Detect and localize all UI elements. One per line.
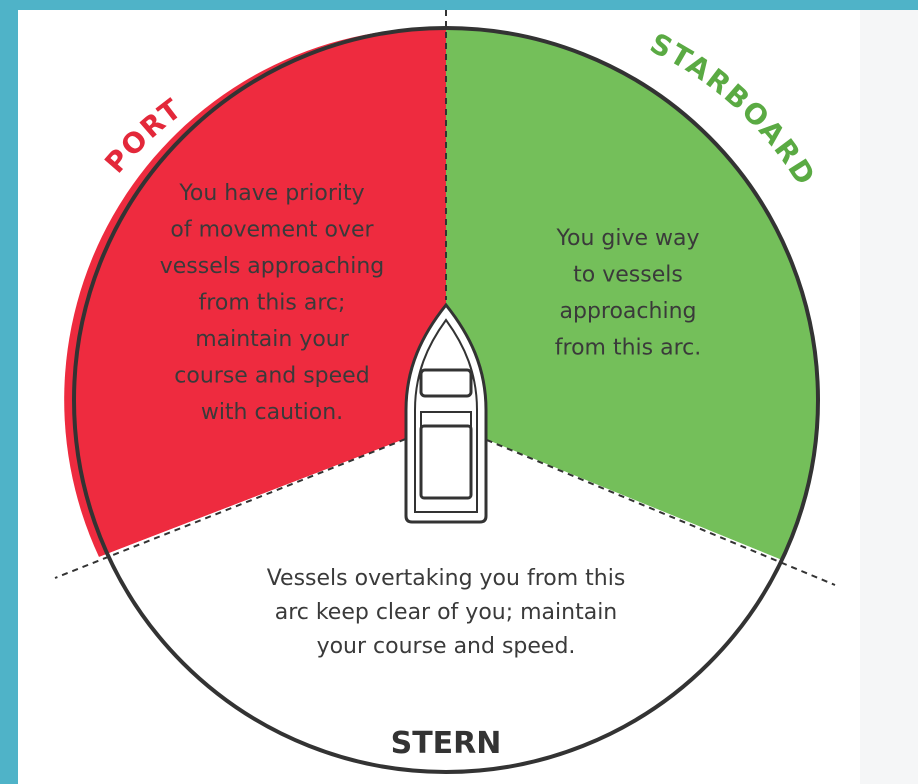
text-line: to vessels <box>573 263 683 288</box>
text-line: arc keep clear of you; maintain <box>275 600 618 625</box>
text-line: approaching <box>560 299 697 324</box>
stern-label: STERN <box>391 726 502 761</box>
text-line: maintain your <box>195 327 350 352</box>
text-line: with caution. <box>201 400 343 425</box>
text-line: from this arc. <box>555 336 701 361</box>
text-line: course and speed <box>174 364 369 389</box>
text-line: You have priority <box>178 181 364 206</box>
text-line: You give way <box>555 226 699 251</box>
text-line: of movement over <box>170 218 374 243</box>
text-line: from this arc; <box>199 291 346 316</box>
text-line: your course and speed. <box>317 634 576 659</box>
text-line: Vessels overtaking you from this <box>267 566 626 591</box>
text-line: vessels approaching <box>160 254 385 279</box>
stern-zone-text: Vessels overtaking you from this arc keep… <box>267 566 626 659</box>
